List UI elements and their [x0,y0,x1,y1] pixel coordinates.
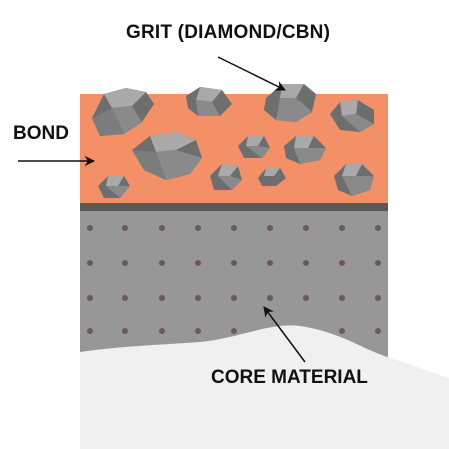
grit-particle [238,136,270,158]
grit-particles [92,84,374,198]
grit-particle [210,164,242,190]
grit-particle [92,88,154,136]
core-material-label: CORE MATERIAL [211,367,368,388]
grit-particle [330,100,374,132]
grit-particle [284,136,326,164]
grit-particle [98,176,130,198]
grit-label: GRIT (DIAMOND/CBN) [126,22,331,43]
grit-arrow [217,56,286,91]
bond-core-separator [80,203,388,211]
grit-particle [334,164,374,196]
bond-label: BOND [13,123,69,144]
core-arrow [263,306,306,363]
grit-particle [258,168,286,186]
grit-particle [186,87,232,116]
ground-wave [80,325,449,449]
grit-particle [132,132,202,180]
grit-particle [264,84,316,122]
core-dot-pattern [87,225,381,334]
